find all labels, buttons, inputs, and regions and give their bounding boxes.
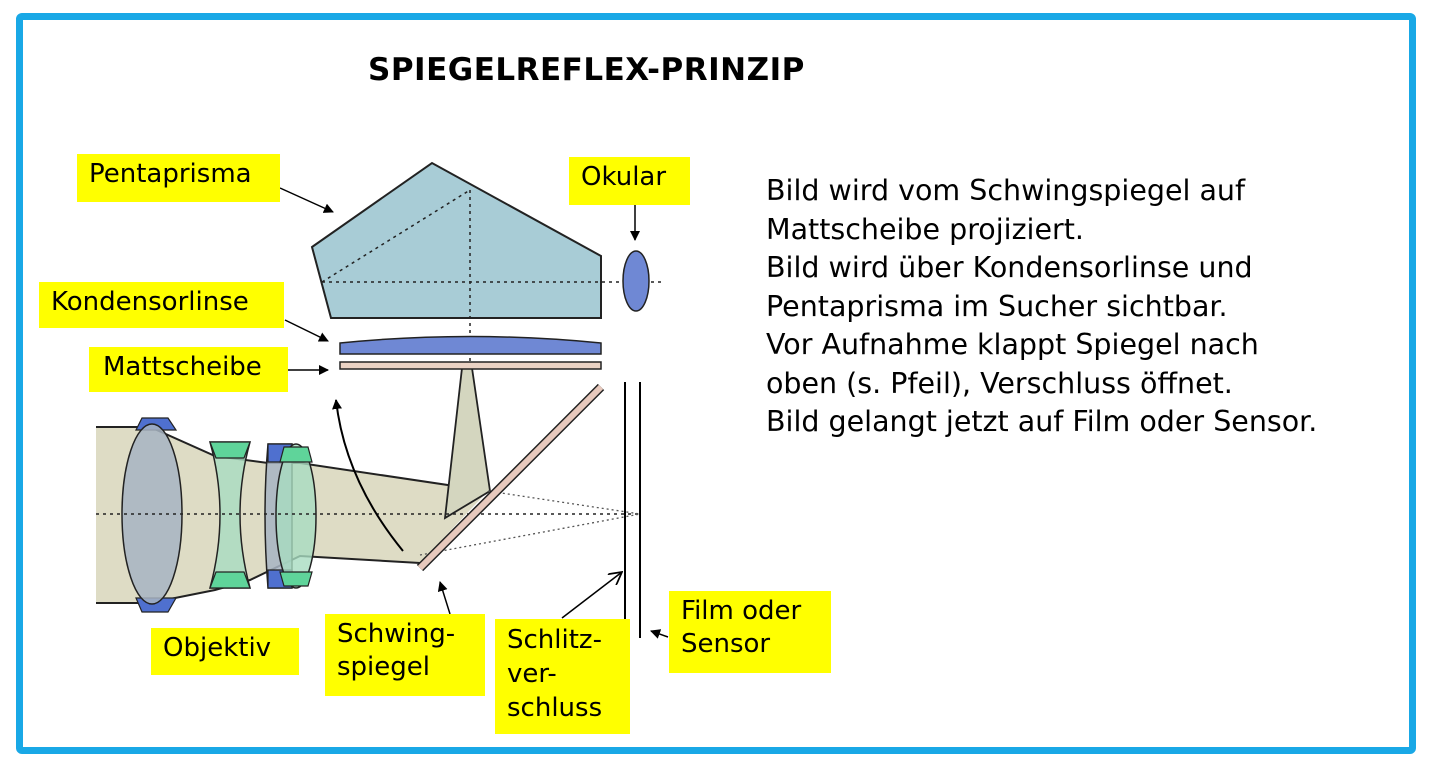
description-line: oben (s. Pfeil), Verschluss öffnet. [766,366,1233,400]
label-schlitzverschluss: Schlitz- ver- schluss [495,619,630,734]
swing-mirror-face [417,384,604,571]
ray-to-sensor-bottom [419,513,641,556]
description-line: Bild wird über Kondensorlinse und [766,251,1253,284]
label-mattscheibe: Mattscheibe [89,347,288,392]
pentaprism [310,161,602,319]
focusing-screen [339,361,602,370]
objective-lens-2-rim-bottom [209,571,251,589]
ray-to-sensor-top [487,490,641,515]
condenser-lens [339,335,602,355]
description-line: Mattscheibe projiziert. [766,212,1084,246]
objective-lens-2-rim-top [209,441,251,459]
arrow-pentaprisma [279,187,334,213]
arrow-schwingspiegel [437,581,451,615]
objective-lens-3-green-rim-top [279,446,313,463]
objective-lens-3-green-rim-bottom [279,571,313,587]
arrow-kondensorlinse [284,319,329,342]
reflected-cone [443,367,491,520]
description-line: Bild gelangt jetzt auf Film oder Sensor. [766,405,1318,438]
eyepiece-lens [622,250,650,312]
arrow-schlitzverschluss [561,572,622,619]
label-film-oder-sensor: Film oder Sensor [669,591,831,673]
description-line: Pentaprisma im Sucher sichtbar. [766,289,1228,323]
mirror-flip-arrow [332,399,404,552]
arrow-film-sensor [650,629,669,639]
label-schwingspiegel: Schwing- spiegel [325,614,485,696]
label-pentaprisma: Pentaprisma [77,154,280,202]
diagram-title: SPIEGELREFLEX-PRINZIP [368,52,805,88]
label-okular: Okular [569,157,690,205]
description-line: Bild wird vom Schwingspiegel auf [766,174,1246,207]
description-text: Bild wird vom Schwingspiegel auf Mattsch… [766,172,1317,442]
label-kondensorlinse: Kondensorlinse [39,282,284,328]
description-line: Vor Aufnahme klappt Spiegel nach [766,328,1259,361]
prism-ray-diagonal [321,189,471,283]
objective-lens-3-green [275,443,317,589]
label-objektiv: Objektiv [151,628,299,675]
